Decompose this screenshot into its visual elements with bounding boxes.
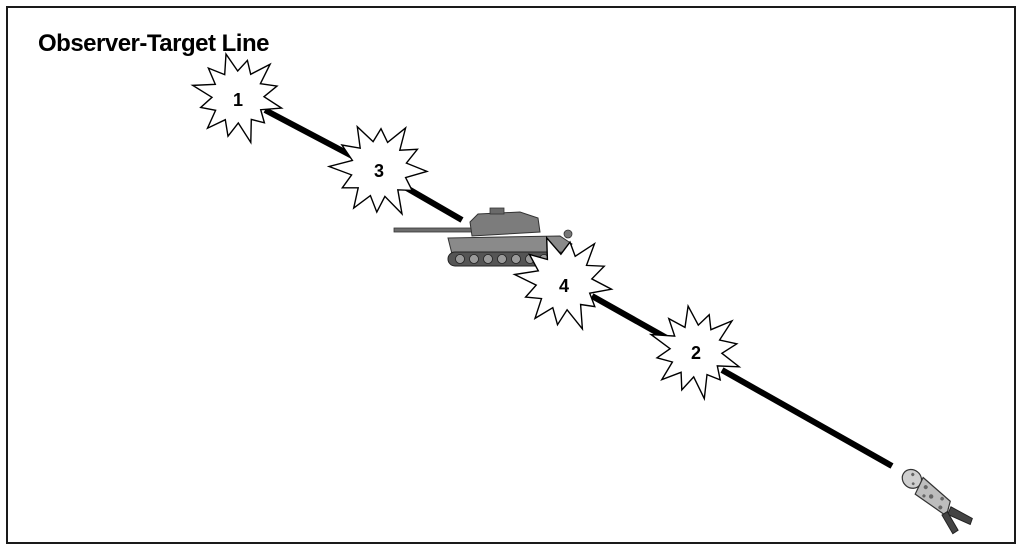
burst-1-label: 1: [233, 90, 243, 110]
burst-3-shape: [326, 124, 430, 217]
burst-3-label: 3: [374, 161, 384, 181]
tank-icon: [393, 207, 573, 267]
tank-barrel: [393, 227, 475, 233]
burst-1-shape: [190, 52, 284, 145]
line-segment-1-3: [263, 107, 358, 161]
burst-2-shape: [648, 303, 742, 402]
tank-turret: [469, 211, 541, 237]
burst-1: 1: [190, 52, 284, 145]
tank-hatch: [489, 207, 505, 215]
burst-4: 4: [512, 235, 614, 332]
line-segment-4-2: [590, 293, 674, 344]
burst-4-label: 4: [559, 276, 569, 296]
burst-4-shape: [512, 235, 614, 332]
burst-3: 3: [326, 124, 430, 217]
diagram-frame: [6, 6, 1016, 544]
soldier-camo: [911, 472, 944, 510]
soldier-icon: [901, 468, 973, 535]
line-segment-2-observer: [720, 367, 894, 469]
burst-2: 2: [648, 303, 742, 402]
diagram-title: Observer-Target Line: [38, 30, 269, 57]
tank-light: [563, 229, 573, 239]
soldier-legs: [946, 506, 973, 526]
soldier-leg-2: [941, 510, 959, 535]
burst-2-label: 2: [691, 343, 701, 363]
